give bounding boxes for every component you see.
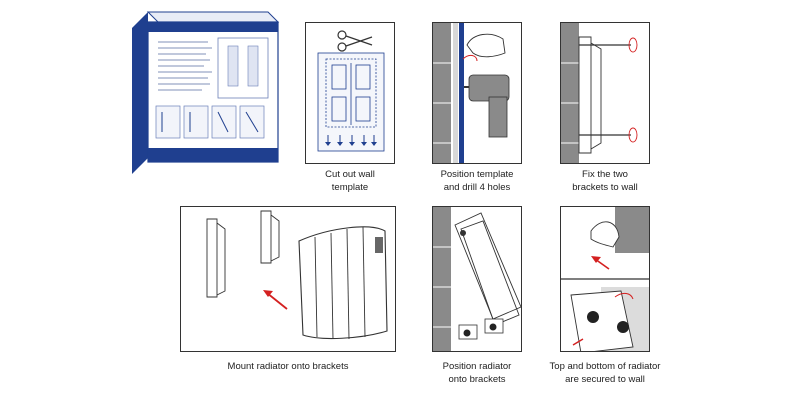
- caption-mount-radiator: Mount radiator onto brackets: [227, 361, 349, 372]
- instruction-box-illustration: [128, 8, 288, 178]
- hand-icon: [462, 33, 506, 62]
- scissors-icon: [337, 30, 373, 52]
- arrow-icon: [263, 290, 288, 310]
- drill-icon: [464, 74, 510, 138]
- screw-icon: [579, 37, 638, 143]
- step-panel-drill-holes: [432, 22, 522, 164]
- step-panel-mount-radiator: [180, 206, 396, 352]
- step-panel-cut-template: [305, 22, 395, 164]
- step-panel-fix-brackets: [560, 22, 650, 164]
- step-panel-secure-radiator: [560, 206, 650, 352]
- step-panel-position-radiator: [432, 206, 522, 352]
- radiator-icon: [298, 226, 388, 340]
